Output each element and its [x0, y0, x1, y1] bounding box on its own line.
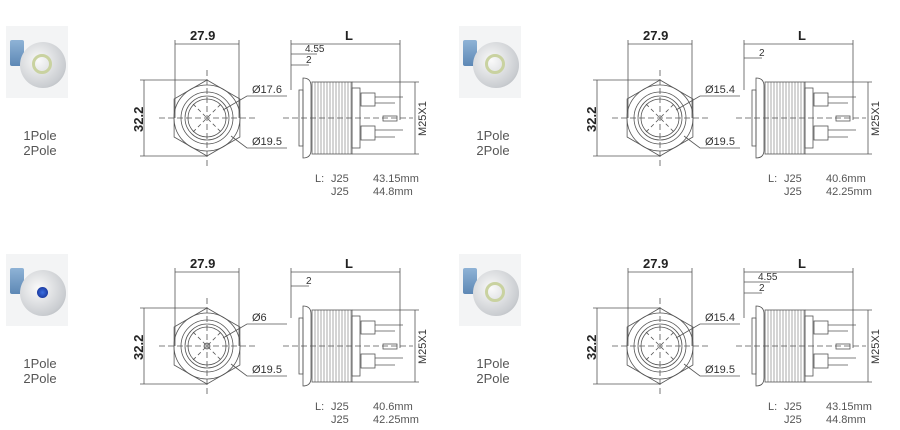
side-dimension: 4.55: [305, 44, 325, 55]
pole-label: 2Pole: [476, 143, 510, 158]
model-label: J25: [331, 401, 349, 413]
length-value: 44.8mm: [373, 186, 413, 198]
side-dimension: 2: [759, 283, 765, 294]
thread-label: M25X1: [870, 101, 882, 136]
model-label: J25: [784, 414, 802, 426]
pole-label: 1Pole: [476, 128, 510, 143]
model-label: J25: [331, 186, 349, 198]
inner-diameter-label: Ø17.6: [252, 84, 282, 96]
switch-photo: [6, 254, 68, 326]
side-dimension: 2: [306, 55, 312, 66]
length-value: 43.15mm: [373, 173, 419, 185]
switch-photo: [6, 26, 68, 98]
length-prefix: L:: [315, 401, 324, 413]
inner-diameter-label: Ø15.4: [705, 84, 735, 96]
pole-label: 1Pole: [23, 128, 57, 143]
length-value: 40.6mm: [373, 401, 413, 413]
height-dimension: 32.2: [584, 335, 599, 360]
bezel: [302, 305, 312, 387]
length-prefix: L:: [315, 173, 324, 185]
thread-label: M25X1: [417, 101, 429, 136]
length-value: 43.15mm: [826, 401, 872, 413]
bezel: [302, 77, 312, 159]
outer-diameter-label: Ø19.5: [705, 136, 735, 148]
pole-label: 2Pole: [23, 371, 57, 386]
height-dimension: 32.2: [131, 335, 146, 360]
length-value: 44.8mm: [826, 414, 866, 426]
length-label: L: [798, 28, 806, 43]
width-dimension: 27.9: [190, 28, 215, 43]
width-dimension: 27.9: [190, 256, 215, 271]
height-dimension: 32.2: [131, 107, 146, 132]
pole-label: 2Pole: [476, 371, 510, 386]
width-dimension: 27.9: [643, 256, 668, 271]
switch-photo: [459, 254, 521, 326]
length-prefix: L:: [768, 401, 777, 413]
model-label: J25: [784, 173, 802, 185]
pole-label: 2Pole: [23, 143, 57, 158]
side-dimension: 4.55: [758, 272, 778, 283]
height-dimension: 32.2: [584, 107, 599, 132]
length-label: L: [798, 256, 806, 271]
length-label: L: [345, 256, 353, 271]
model-label: J25: [784, 401, 802, 413]
outer-diameter-label: Ø19.5: [705, 364, 735, 376]
outer-diameter-label: Ø19.5: [252, 364, 282, 376]
pole-label: 1Pole: [23, 356, 57, 371]
model-label: J25: [331, 414, 349, 426]
front-circle: [184, 95, 230, 141]
inner-diameter-label: Ø15.4: [705, 312, 735, 324]
front-circle: [184, 323, 230, 369]
length-label: L: [345, 28, 353, 43]
thread-label: M25X1: [417, 329, 429, 364]
width-dimension: 27.9: [643, 28, 668, 43]
switch-photo: [459, 26, 521, 98]
front-circle: [637, 323, 683, 369]
side-dimension: 2: [306, 276, 312, 287]
inner-diameter-label: Ø6: [252, 312, 267, 324]
thread-label: M25X1: [870, 329, 882, 364]
bezel: [755, 305, 765, 387]
outer-diameter-label: Ø19.5: [252, 136, 282, 148]
length-value: 42.25mm: [826, 186, 872, 198]
model-label: J25: [784, 186, 802, 198]
model-label: J25: [331, 173, 349, 185]
bezel: [755, 77, 765, 159]
length-prefix: L:: [768, 173, 777, 185]
length-value: 42.25mm: [373, 414, 419, 426]
side-dimension: 2: [759, 48, 765, 59]
front-circle: [637, 95, 683, 141]
pole-label: 1Pole: [476, 356, 510, 371]
length-value: 40.6mm: [826, 173, 866, 185]
